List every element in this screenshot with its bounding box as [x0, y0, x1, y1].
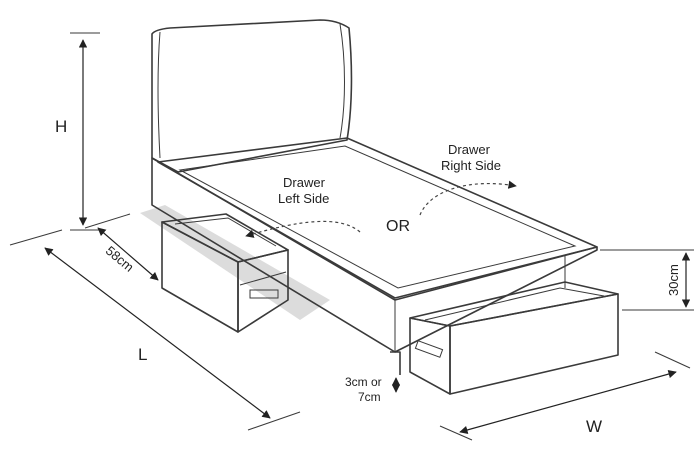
width-label: W	[586, 417, 602, 436]
mattress-inner-edge	[178, 145, 577, 289]
headboard	[151, 19, 353, 173]
width-ext-2	[654, 351, 691, 369]
drawer-left-label-2: Left Side	[278, 191, 329, 206]
drawer-left-label-1: Drawer	[283, 175, 326, 190]
right-drawer-runner	[414, 340, 444, 358]
left-drawer-direction	[245, 220, 361, 238]
base-leg	[390, 351, 401, 375]
right-drawer-direction	[419, 180, 517, 216]
left-drawer-inner	[174, 217, 277, 247]
mattress-top	[157, 137, 598, 299]
depth-ext	[84, 213, 131, 229]
drawer-right-label-1: Drawer	[448, 142, 491, 157]
length-label: L	[138, 345, 147, 364]
headboard-seam	[157, 31, 161, 159]
height-label: H	[55, 117, 67, 136]
width-dimension	[459, 369, 677, 435]
headboard-side	[339, 23, 345, 139]
depth-dimension	[97, 227, 159, 281]
right-drawer-front	[449, 293, 619, 395]
right-drawer-inner	[424, 287, 605, 321]
length-ext-1	[9, 229, 63, 246]
width-ext-1	[439, 425, 473, 441]
length-ext-2	[247, 411, 301, 431]
length-dimension	[44, 247, 271, 419]
right-drawer-side	[409, 317, 451, 395]
drawer-right-label-2: Right Side	[441, 158, 501, 173]
clearance-label-2: 7cm	[358, 390, 381, 404]
drawer-height-label: 30cm	[666, 264, 681, 296]
clearance-label-1: 3cm or	[345, 375, 382, 389]
or-label: OR	[386, 218, 410, 235]
